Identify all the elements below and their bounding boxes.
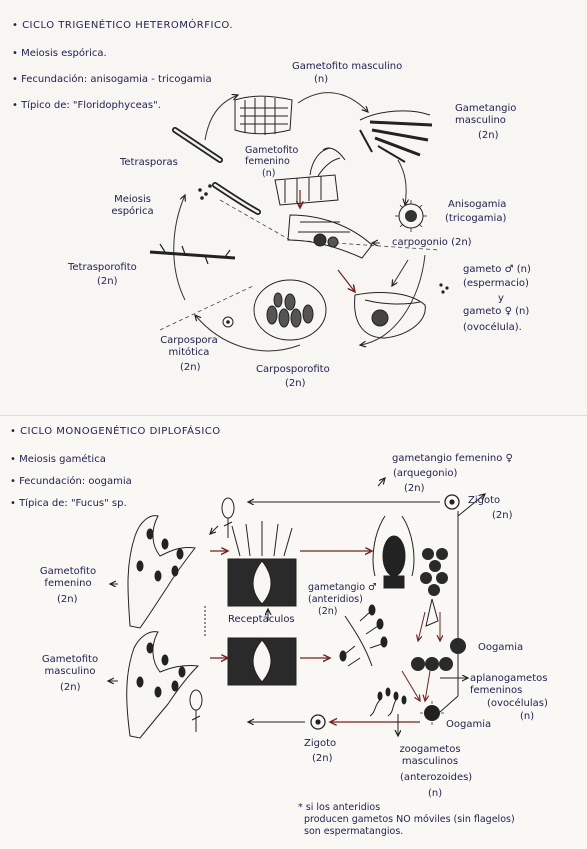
oogonio-drawing <box>372 515 415 589</box>
label-tetrasporofito: Tetrasporofito <box>68 262 137 273</box>
label-gametangio-masc-ploidy: (2n) <box>318 606 338 617</box>
female-gamete-drawing <box>354 291 426 339</box>
label-carpospora-ploidy: (2n) <box>180 362 201 373</box>
label-gametofito-masculino: Gametofito masculino <box>41 654 99 677</box>
label-gametofito-femenino-ploidy: (2n) <box>57 594 78 605</box>
label-zigoto-top-ploidy: (2n) <box>492 510 513 521</box>
label-carpogonio: carpogonio (2n) <box>392 237 472 248</box>
bottom-notebook-page: CICLO MONOGENÉTICO DIPLOFÁSICO Meiosis g… <box>0 415 587 849</box>
label-oogamia-1: Oogamia <box>478 642 524 653</box>
label-aplanogametos-ploidy: (n) <box>520 711 535 722</box>
top-bullet-fertilization: Fecundación: anisogamia - tricogamia <box>12 74 212 86</box>
top-bullet-cycle: CICLO TRIGENÉTICO HETEROMÓRFICO. <box>12 20 233 32</box>
label-carpospora: Carpospora mitótica <box>160 335 218 358</box>
label-gametangio-masculino: Gametangio masculino <box>455 103 517 126</box>
label-ovocelulas: (ovocélulas) <box>487 698 548 709</box>
footnote-line-1: * si los anteridios <box>298 802 381 813</box>
label-gametofito-femenino-ploidy: (n) <box>262 168 276 179</box>
cycle-arrow-lower-right <box>360 254 426 345</box>
label-tricogamia: (tricogamia) <box>445 213 507 224</box>
zoogametos-drawing <box>369 687 407 717</box>
carpospora-cell <box>222 316 234 328</box>
aplanogametos-drawing <box>411 638 466 671</box>
male-gametophyte-drawing <box>234 95 293 135</box>
bottom-bullet-typical: Típica de: "Fucus" sp. <box>10 498 127 510</box>
label-carposporofito: Carposporofito <box>256 364 330 375</box>
top-bullet-meiosis: Meiosis espórica. <box>12 48 107 60</box>
footnote-line-2: producen gametos NO móviles (sin flagelo… <box>304 814 515 825</box>
bottom-bullet-meiosis: Meiosis gamética <box>10 454 106 466</box>
fucus-male-drawing <box>126 631 200 739</box>
fucus-female-drawing <box>127 515 196 629</box>
label-gametofito-masculino: Gametofito masculino <box>292 61 403 72</box>
oogamia-fused-cell <box>420 701 444 725</box>
germinating-zigoto-top <box>221 497 235 538</box>
cycle-arrow-top <box>297 92 368 112</box>
label-carposporofito-ploidy: (2n) <box>285 378 306 389</box>
anteridio-drawing <box>339 604 388 667</box>
tetrasporophyte-drawing <box>149 243 236 265</box>
label-gametangio-femenino: gametangio femenino ♀ <box>392 453 513 464</box>
female-gametophyte-drawing <box>274 147 346 206</box>
bottom-bullet-fertilization: Fecundación: oogamia <box>10 476 132 488</box>
label-gameto-masc: gameto ♂ (n) <box>463 264 531 275</box>
bottom-cycle-drawing <box>0 416 587 739</box>
label-anisogamia: Anisogamia <box>448 199 507 210</box>
label-tetrasporas: Tetrasporas <box>120 157 178 168</box>
tetraspora-dots <box>198 184 212 200</box>
label-ovocelula: (ovocélula). <box>463 322 522 333</box>
label-aplanogametos: aplanogametos femeninos <box>470 673 548 696</box>
label-zigoto-bottom-ploidy: (2n) <box>312 753 333 764</box>
label-espermacio: (espermacio) <box>463 278 529 289</box>
germinating-zigoto-bottom <box>189 689 203 732</box>
label-anterozoides: (anterozoides) <box>400 772 473 783</box>
oogonio-stalk <box>425 598 439 627</box>
top-cycle-drawing <box>149 92 449 352</box>
zigoto-top-cell <box>444 494 460 510</box>
receptaculo-female-drawing <box>227 521 297 607</box>
label-gametofito-masculino-ploidy: (2n) <box>60 682 81 693</box>
label-meiosis-esporica: Meiosis espórica <box>111 194 154 217</box>
label-gametofito-femenino: Gametofito femenino <box>245 145 299 167</box>
dashed-line-lower <box>159 284 256 331</box>
label-receptaculos: Receptáculos <box>228 614 295 625</box>
cycle-arrow-left <box>173 195 185 301</box>
male-gametangium-drawing <box>359 110 433 163</box>
label-y: y <box>498 293 504 304</box>
oogonio-eggs-cluster <box>420 548 448 596</box>
label-zoogametos: zoogametos masculinos <box>399 744 461 767</box>
spermatia-dots <box>439 283 449 294</box>
footnote-line-3: son espermatangios. <box>304 826 404 837</box>
label-gameto-fem: gameto ♀ (n) <box>463 306 530 317</box>
zigoto-bottom-cell <box>310 714 326 730</box>
label-gametangio-masc: gametangio ♂ <box>308 582 377 593</box>
cycle-arrow-bottom <box>195 315 301 352</box>
anisogamy-cell-drawing <box>395 200 427 232</box>
receptaculo-male-drawing <box>227 637 297 686</box>
label-gametofito-masculino-ploidy: (n) <box>314 74 329 85</box>
top-bullet-typical: Típico de: "Floridophyceas". <box>12 100 161 112</box>
label-zigoto-bottom: Zigoto <box>304 738 337 749</box>
label-zigoto-top: Zigoto <box>468 495 501 506</box>
label-gametangio-masculino-ploidy: (2n) <box>478 130 499 141</box>
label-gametangio-femenino-ploidy: (2n) <box>404 483 425 494</box>
bottom-bullet-cycle: CICLO MONOGENÉTICO DIPLOFÁSICO <box>10 426 221 438</box>
label-tetrasporofito-ploidy: (2n) <box>97 276 118 287</box>
cycle-arrow-right <box>397 159 406 205</box>
label-arquegonio: (arquegonio) <box>393 468 458 479</box>
label-gametofito-femenino: Gametofito femenino <box>39 566 97 589</box>
top-notebook-page: CICLO TRIGENÉTICO HETEROMÓRFICO. Meiosis… <box>0 0 587 415</box>
label-zoogametos-ploidy: (n) <box>428 788 443 799</box>
cycle-arrow-upper-left <box>204 95 238 141</box>
label-anteridios: (anteridios) <box>308 594 363 605</box>
label-oogamia-2: Oogamia <box>446 719 492 730</box>
carpogonium-drawing <box>287 214 373 259</box>
carposporophyte-drawing <box>253 279 327 341</box>
